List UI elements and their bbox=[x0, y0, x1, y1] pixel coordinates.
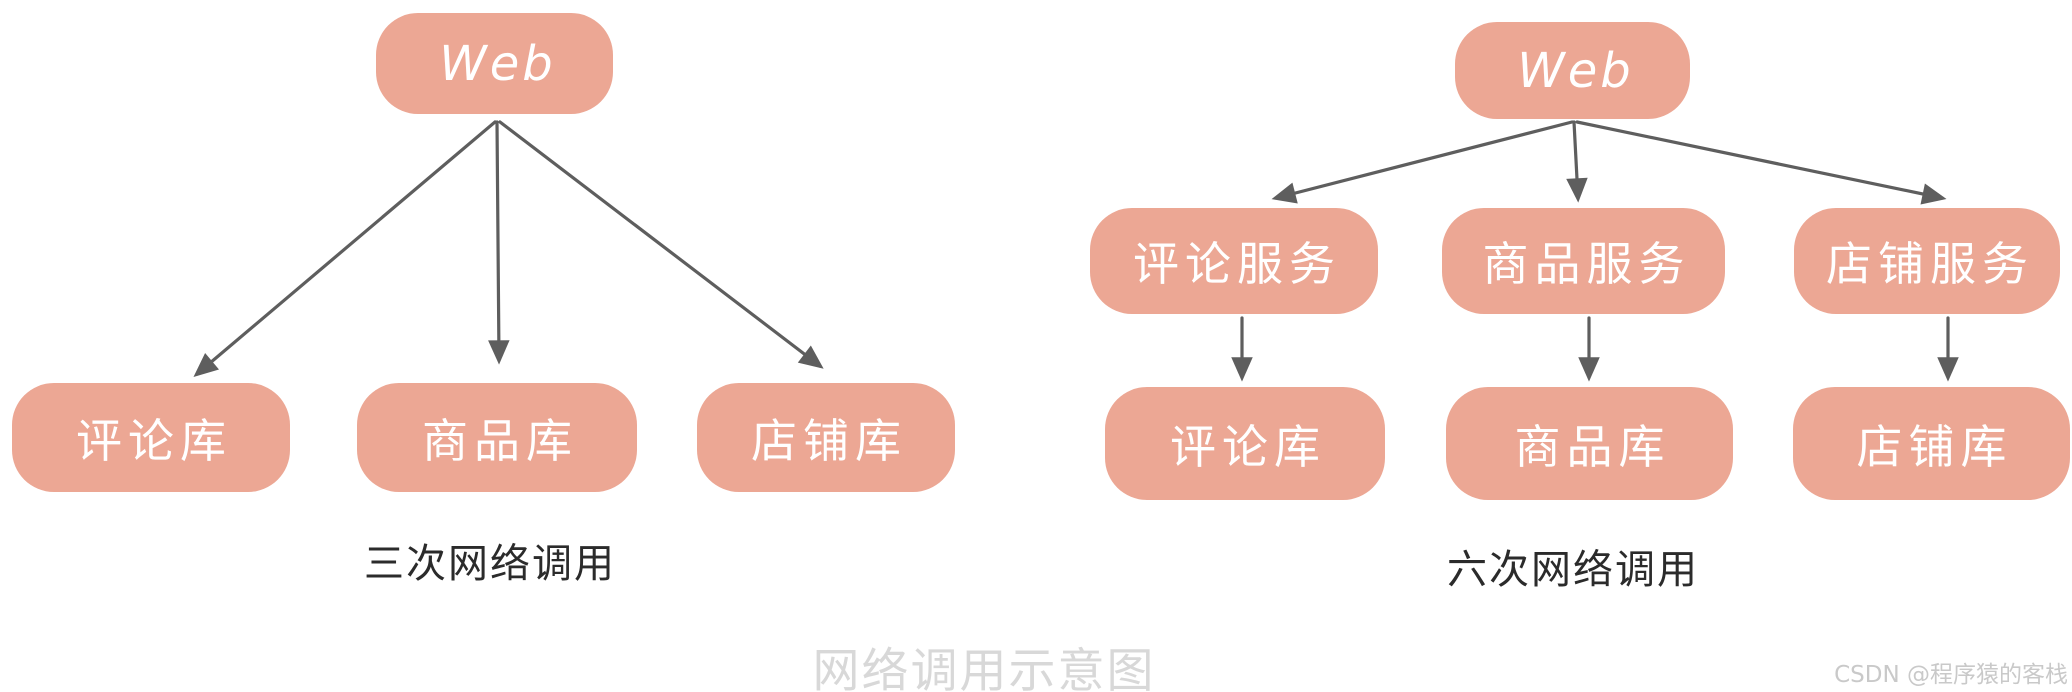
right-diagram-caption: 六次网络调用 bbox=[1447, 547, 1699, 593]
right-shop-db-label: 店铺库 bbox=[1856, 419, 2013, 474]
left-diagram-caption: 三次网络调用 bbox=[364, 541, 616, 587]
right-product-db-label: 商品库 bbox=[1514, 419, 1671, 474]
right-web-to-service-arrows bbox=[1271, 120, 1947, 205]
left-shop-db-label: 店铺库 bbox=[751, 413, 907, 468]
left-web-node: Web bbox=[376, 13, 613, 114]
right-shop-service-node: 店铺服务 bbox=[1794, 208, 2060, 314]
left-comment-db-label: 评论库 bbox=[76, 413, 232, 468]
left-product-db-label: 商品库 bbox=[422, 413, 578, 468]
left-product-db-node: 商品库 bbox=[357, 383, 637, 492]
right-comment-service-label: 评论服务 bbox=[1133, 237, 1341, 291]
right-web-node: Web bbox=[1455, 22, 1690, 119]
left-comment-db-node: 评论库 bbox=[12, 383, 290, 492]
right-service-to-db-arrows bbox=[1231, 316, 1959, 382]
right-web-label: Web bbox=[1517, 42, 1634, 99]
diagram-title: 网络调用示意图 bbox=[812, 644, 1156, 692]
right-shop-db-node: 店铺库 bbox=[1793, 387, 2070, 500]
csdn-watermark: CSDN @程序猿的客栈 bbox=[1834, 662, 2068, 688]
right-comment-db-node: 评论库 bbox=[1105, 387, 1385, 500]
right-product-db-node: 商品库 bbox=[1446, 387, 1733, 500]
right-comment-db-label: 评论库 bbox=[1170, 419, 1326, 474]
right-comment-service-node: 评论服务 bbox=[1090, 208, 1378, 314]
right-shop-service-label: 店铺服务 bbox=[1826, 237, 2034, 291]
right-product-service-label: 商品服务 bbox=[1482, 237, 1691, 291]
left-shop-db-node: 店铺库 bbox=[697, 383, 955, 492]
right-product-service-node: 商品服务 bbox=[1442, 208, 1725, 314]
left-web-label: Web bbox=[439, 35, 556, 92]
left-web-to-db-arrows bbox=[193, 120, 824, 377]
